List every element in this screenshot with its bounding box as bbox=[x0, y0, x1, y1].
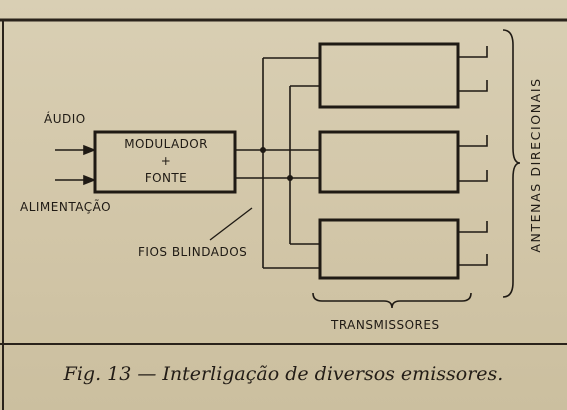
bus-junctions bbox=[260, 147, 293, 181]
transmitter-box-2 bbox=[318, 130, 460, 194]
figure-frame bbox=[0, 18, 567, 410]
figure-caption: Fig. 13 — Interligação de diversos emiss… bbox=[63, 363, 504, 385]
antennas-label-wrap: ANTENAS DIRECIONAIS bbox=[528, 77, 543, 252]
transmitters-label: TRANSMISSORES bbox=[331, 318, 440, 332]
antenna-leads bbox=[458, 46, 488, 266]
audio-arrow bbox=[55, 144, 97, 156]
transmitter-box-1 bbox=[318, 42, 460, 109]
transmitter-box-3 bbox=[318, 218, 460, 280]
cable-label-pointer bbox=[209, 207, 253, 241]
power-arrow bbox=[55, 174, 97, 186]
antennas-label: ANTENAS DIRECIONAIS bbox=[528, 77, 543, 252]
audio-label: ÁUDIO bbox=[44, 112, 86, 126]
transmitters-brace bbox=[312, 292, 472, 309]
modulator-box bbox=[93, 130, 237, 194]
cable-bus bbox=[235, 57, 320, 269]
antennas-brace bbox=[502, 29, 521, 298]
cable-label: FIOS BLINDADOS bbox=[138, 245, 248, 259]
modulator-line-1: MODULADOR bbox=[124, 137, 208, 151]
modulator-line-2: + bbox=[160, 154, 172, 168]
power-label: ALIMENTAÇÃO bbox=[20, 200, 112, 214]
modulator-line-3: FONTE bbox=[144, 171, 188, 185]
modulator-label: MODULADOR + FONTE bbox=[97, 136, 235, 187]
